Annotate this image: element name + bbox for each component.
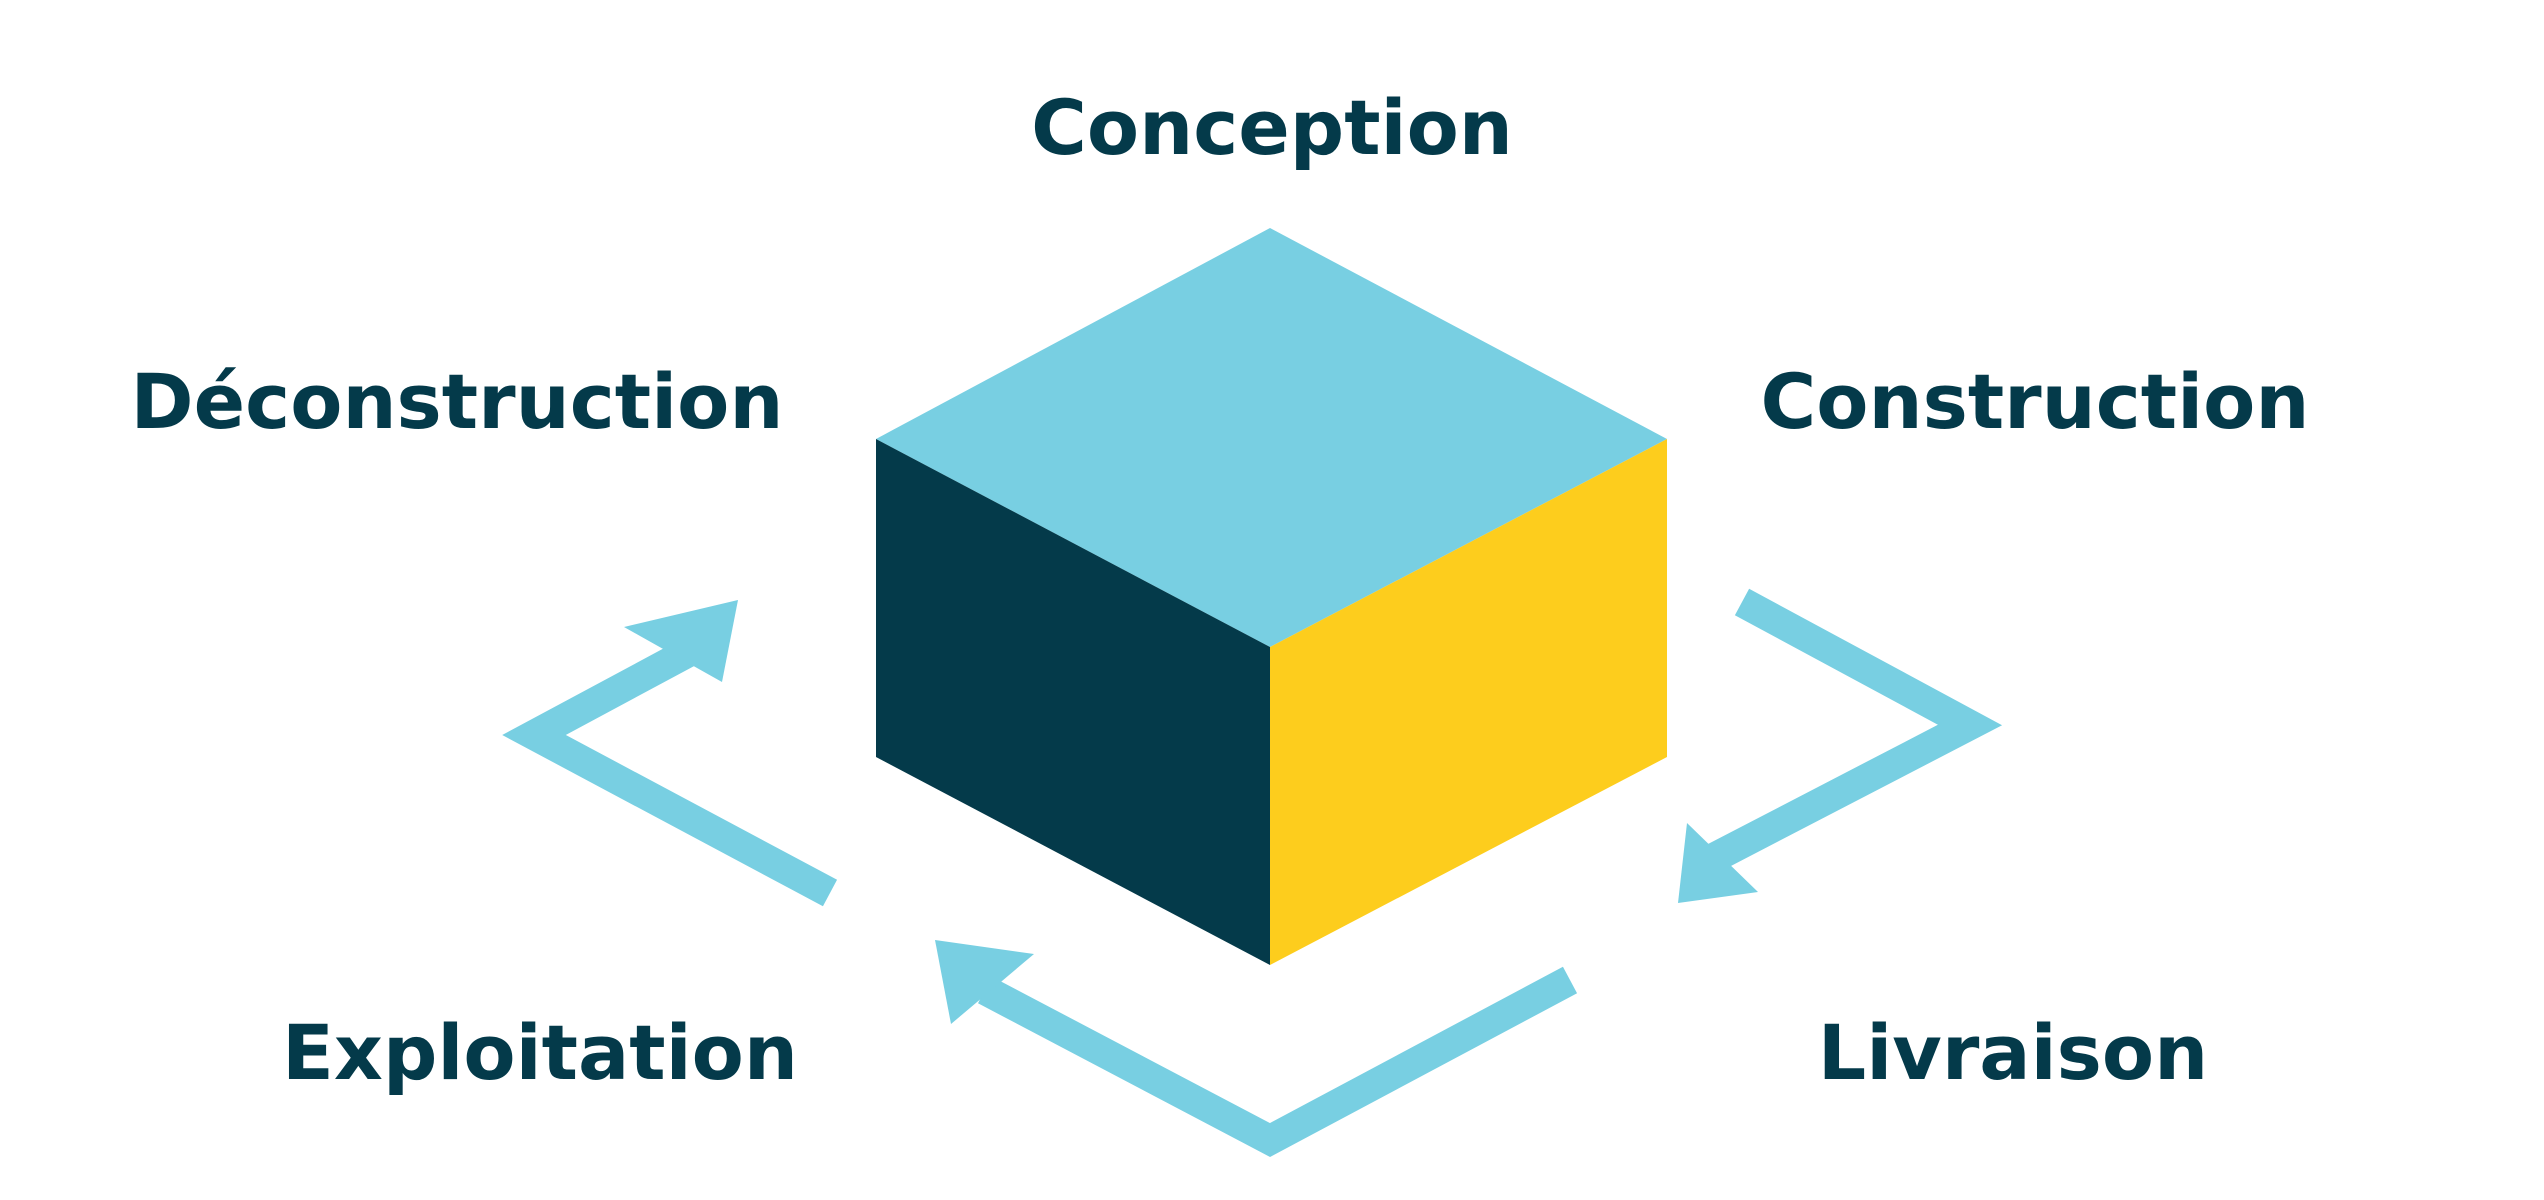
arrow-head-right [1678,823,1758,903]
arrow-head-bottom [935,940,1034,1024]
stage-label-livraison: Livraison [1817,1008,2209,1097]
isometric-cube-icon [876,228,1667,965]
cube-top-face [876,228,1667,647]
arrow-head-left [624,600,738,682]
cube-left-face [876,439,1270,965]
cycle-arrow-icon [502,600,838,907]
stage-label-exploitation: Exploitation [282,1008,798,1097]
arrow-shaft-bottom [978,966,1578,1157]
cube-right-face [1270,439,1667,965]
arrow-shaft-left [502,634,838,907]
cycle-arrow-icon [1678,588,2003,903]
arrow-shaft-right [1699,588,2003,876]
stage-label-construction: Construction [1760,357,2310,446]
cycle-arrow-icon [935,940,1578,1157]
stage-label-deconstruction: Déconstruction [130,357,784,446]
stage-label-conception: Conception [1031,83,1513,172]
